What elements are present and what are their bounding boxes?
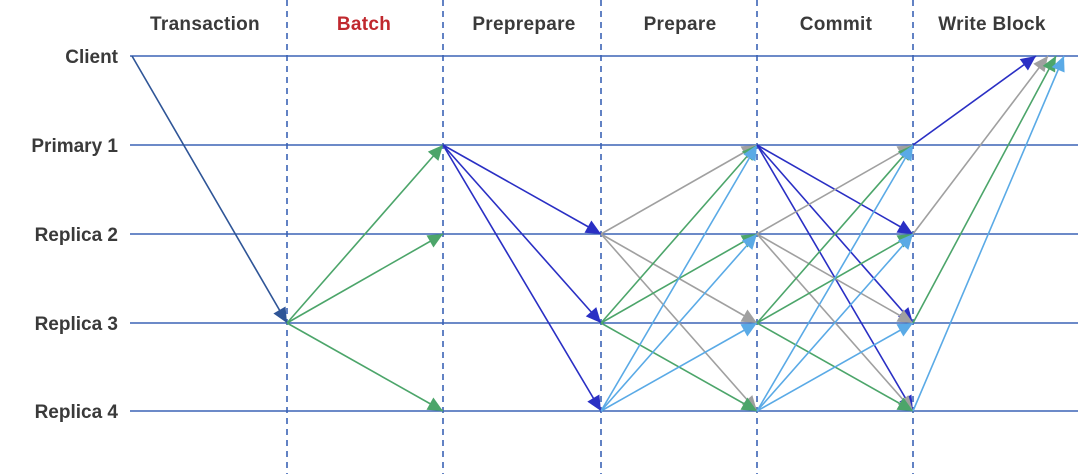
phase-label-commit: Commit <box>800 14 873 35</box>
message-line <box>912 55 1037 146</box>
message-line <box>912 55 1049 235</box>
message-arrow <box>600 144 758 412</box>
message-line <box>600 144 758 412</box>
node-label-client: Client <box>65 47 118 68</box>
message-line <box>756 233 914 412</box>
message-arrow <box>756 144 914 412</box>
message-line <box>600 233 758 412</box>
message-arrow <box>286 144 444 324</box>
arrowhead <box>1019 56 1036 71</box>
message-line <box>912 55 1057 324</box>
message-line <box>286 322 444 412</box>
node-timelines <box>130 55 1078 412</box>
phase-label-batch: Batch <box>337 14 391 35</box>
message-line <box>131 55 288 324</box>
message-arrow <box>912 55 1057 324</box>
message-arrow <box>912 55 1037 146</box>
node-label-replica3: Replica 3 <box>35 314 118 335</box>
message-line <box>442 144 602 235</box>
message-line <box>286 233 444 324</box>
message-line <box>756 322 914 412</box>
arrowhead <box>740 323 757 337</box>
message-line <box>442 144 602 412</box>
message-line <box>756 144 914 235</box>
arrowhead <box>896 397 913 411</box>
message-arrow <box>756 233 914 412</box>
arrowhead <box>741 234 757 250</box>
message-arrow <box>131 55 288 324</box>
message-arrow <box>442 144 602 235</box>
arrowhead <box>1051 56 1065 73</box>
message-arrow <box>600 233 758 412</box>
message-line <box>600 144 758 235</box>
arrowhead <box>897 234 913 250</box>
arrowhead <box>427 145 443 161</box>
arrowhead <box>1042 56 1056 73</box>
message-arrow <box>756 322 914 412</box>
arrowhead <box>740 309 757 323</box>
message-arrow <box>912 55 1065 412</box>
node-label-replica2: Replica 2 <box>35 225 118 246</box>
message-line <box>442 144 602 324</box>
arrowhead <box>1033 56 1048 73</box>
message-arrow <box>600 144 758 235</box>
arrowhead <box>743 145 757 162</box>
arrowhead <box>585 307 601 323</box>
message-arrow <box>600 322 758 412</box>
phase-label-write-block: Write Block <box>938 14 1046 35</box>
message-line <box>756 144 914 412</box>
message-line <box>756 144 914 324</box>
message-arrow <box>286 233 444 324</box>
arrowhead <box>587 394 601 411</box>
message-line <box>286 144 444 324</box>
arrowhead <box>899 145 913 162</box>
arrowhead <box>896 220 913 234</box>
node-label-replica4: Replica 4 <box>35 402 119 423</box>
arrowhead <box>426 234 443 248</box>
message-line <box>600 322 758 412</box>
arrowhead <box>426 397 443 411</box>
arrowhead <box>273 306 287 323</box>
phase-label-prepare: Prepare <box>644 14 717 35</box>
phase-dividers <box>286 0 914 474</box>
arrowhead <box>740 397 757 411</box>
message-line <box>600 144 758 324</box>
message-line <box>912 55 1065 412</box>
arrowhead <box>896 323 913 337</box>
message-arrow <box>912 55 1049 235</box>
message-arrows <box>131 55 1065 412</box>
phase-labels: Transaction Batch Preprepare Prepare Commit W… <box>150 14 1046 35</box>
phase-label-transaction: Transaction <box>150 14 260 35</box>
message-arrow <box>442 144 602 324</box>
node-label-primary1: Primary 1 <box>31 136 118 157</box>
phase-label-preprepare: Preprepare <box>472 14 575 35</box>
message-arrow <box>442 144 602 412</box>
message-arrow <box>286 322 444 412</box>
arrowhead <box>896 309 913 323</box>
arrowhead <box>584 220 601 234</box>
